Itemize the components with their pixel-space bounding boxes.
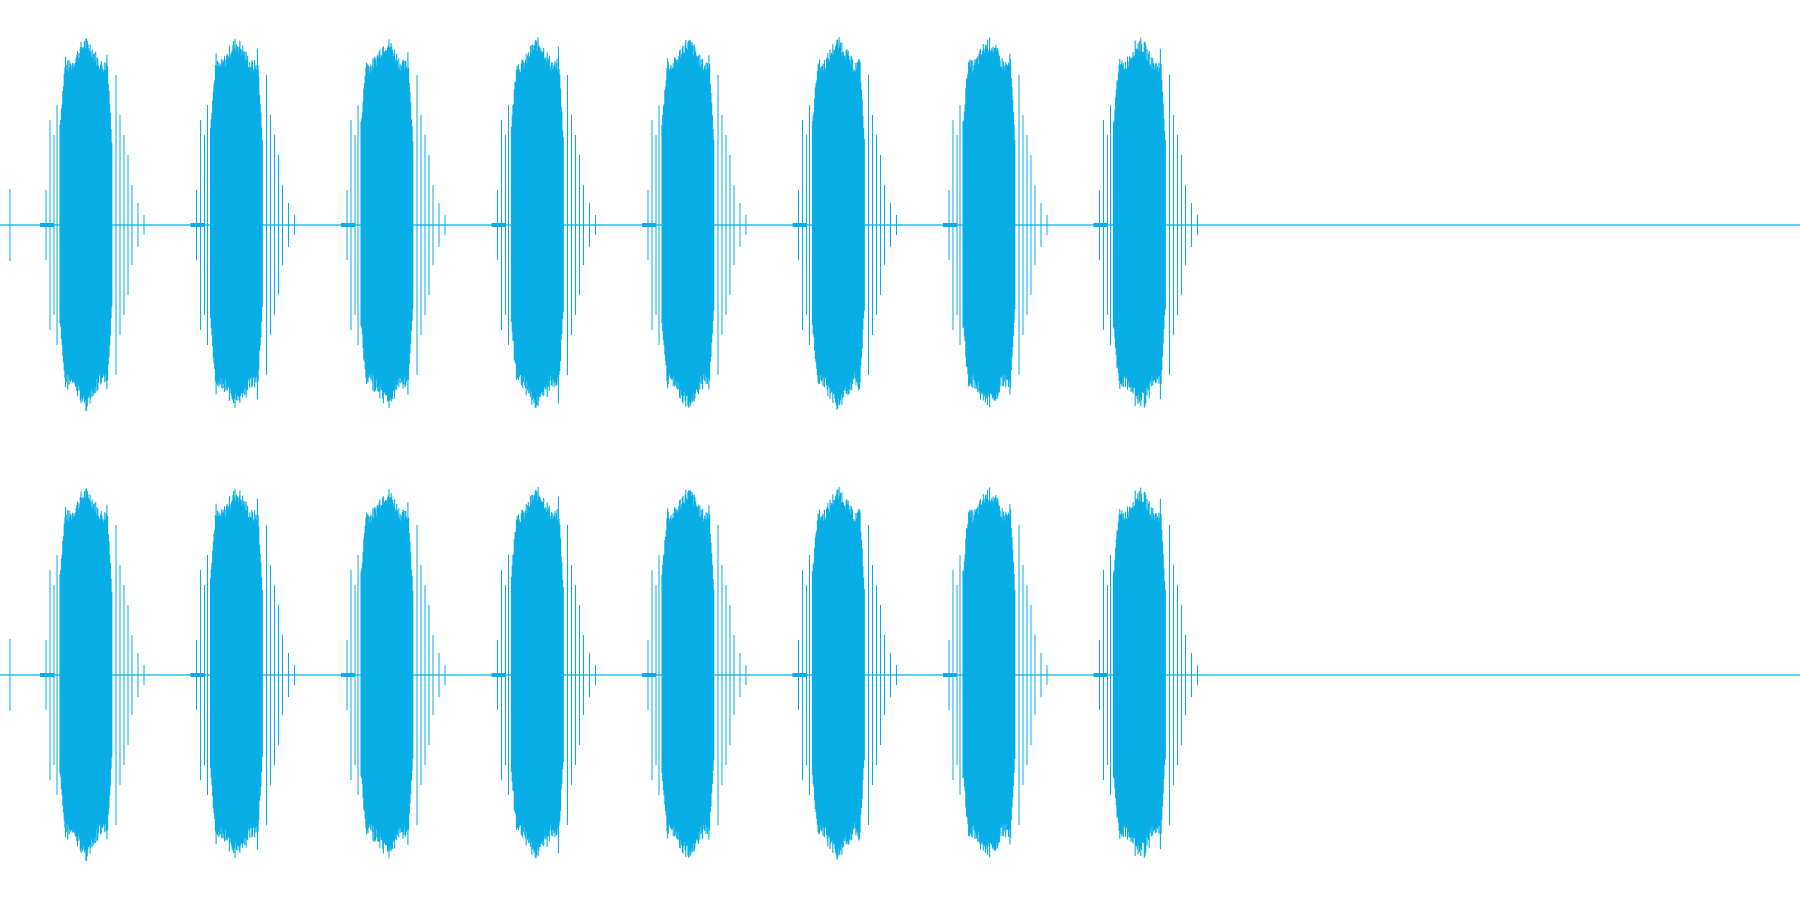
waveform-burst-3 bbox=[341, 39, 446, 409]
waveform-burst-5 bbox=[642, 489, 747, 858]
waveform-burst-3 bbox=[341, 489, 446, 859]
waveform-burst-8 bbox=[1093, 487, 1198, 858]
waveform-burst-4 bbox=[491, 487, 596, 859]
channel-1-waveform bbox=[0, 37, 1800, 411]
waveform-burst-4 bbox=[491, 37, 596, 409]
waveform-burst-6 bbox=[792, 487, 897, 860]
waveform-burst-8 bbox=[1093, 37, 1198, 408]
waveform-burst-2 bbox=[190, 38, 295, 408]
waveform-burst-6 bbox=[792, 37, 897, 410]
waveform-burst-7 bbox=[943, 487, 1048, 858]
channel-2-waveform bbox=[0, 487, 1800, 861]
waveform-burst-7 bbox=[943, 37, 1048, 408]
waveform-burst-1 bbox=[40, 488, 145, 861]
waveform-burst-5 bbox=[642, 39, 747, 408]
waveform-burst-2 bbox=[190, 488, 295, 858]
waveform-burst-1 bbox=[40, 38, 145, 411]
